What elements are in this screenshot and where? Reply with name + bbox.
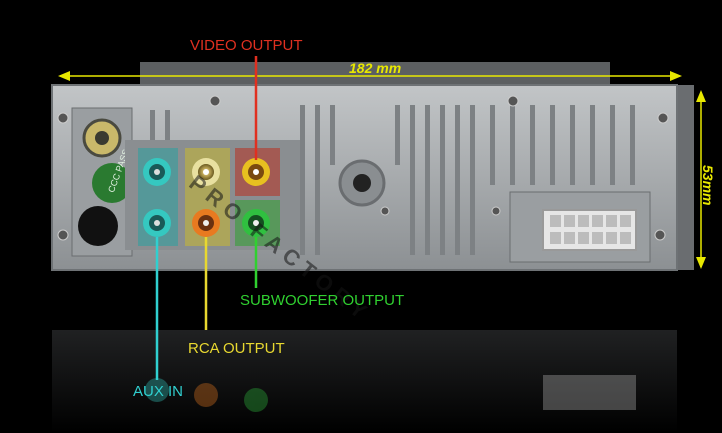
rca-jack-bottom	[192, 209, 220, 237]
aux-in-label: AUX IN	[133, 383, 184, 400]
subwoofer-jack	[242, 209, 270, 237]
height-dimension-label: 53mm	[700, 165, 716, 206]
width-dimension-label: 182 mm	[349, 60, 402, 76]
rca-output-label: RCA OUTPUT	[188, 340, 285, 357]
video-output-label: VIDEO OUTPUT	[190, 37, 303, 54]
screws	[57, 95, 669, 241]
reflection-jacks	[145, 375, 636, 412]
black-connector	[78, 206, 118, 246]
aux-jack-bottom	[143, 209, 171, 237]
harness-pins	[550, 215, 631, 244]
aux-jack-top	[143, 158, 171, 186]
width-arrow	[58, 71, 682, 81]
subwoofer-output-label: SUBWOOFER OUTPUT	[240, 292, 405, 309]
ccc-badge-icon	[92, 163, 132, 203]
video-jack	[242, 158, 270, 186]
height-arrow	[696, 90, 706, 269]
heatsink-fins	[150, 105, 635, 255]
rca-jack-top	[192, 158, 220, 186]
unit-top	[140, 62, 610, 87]
